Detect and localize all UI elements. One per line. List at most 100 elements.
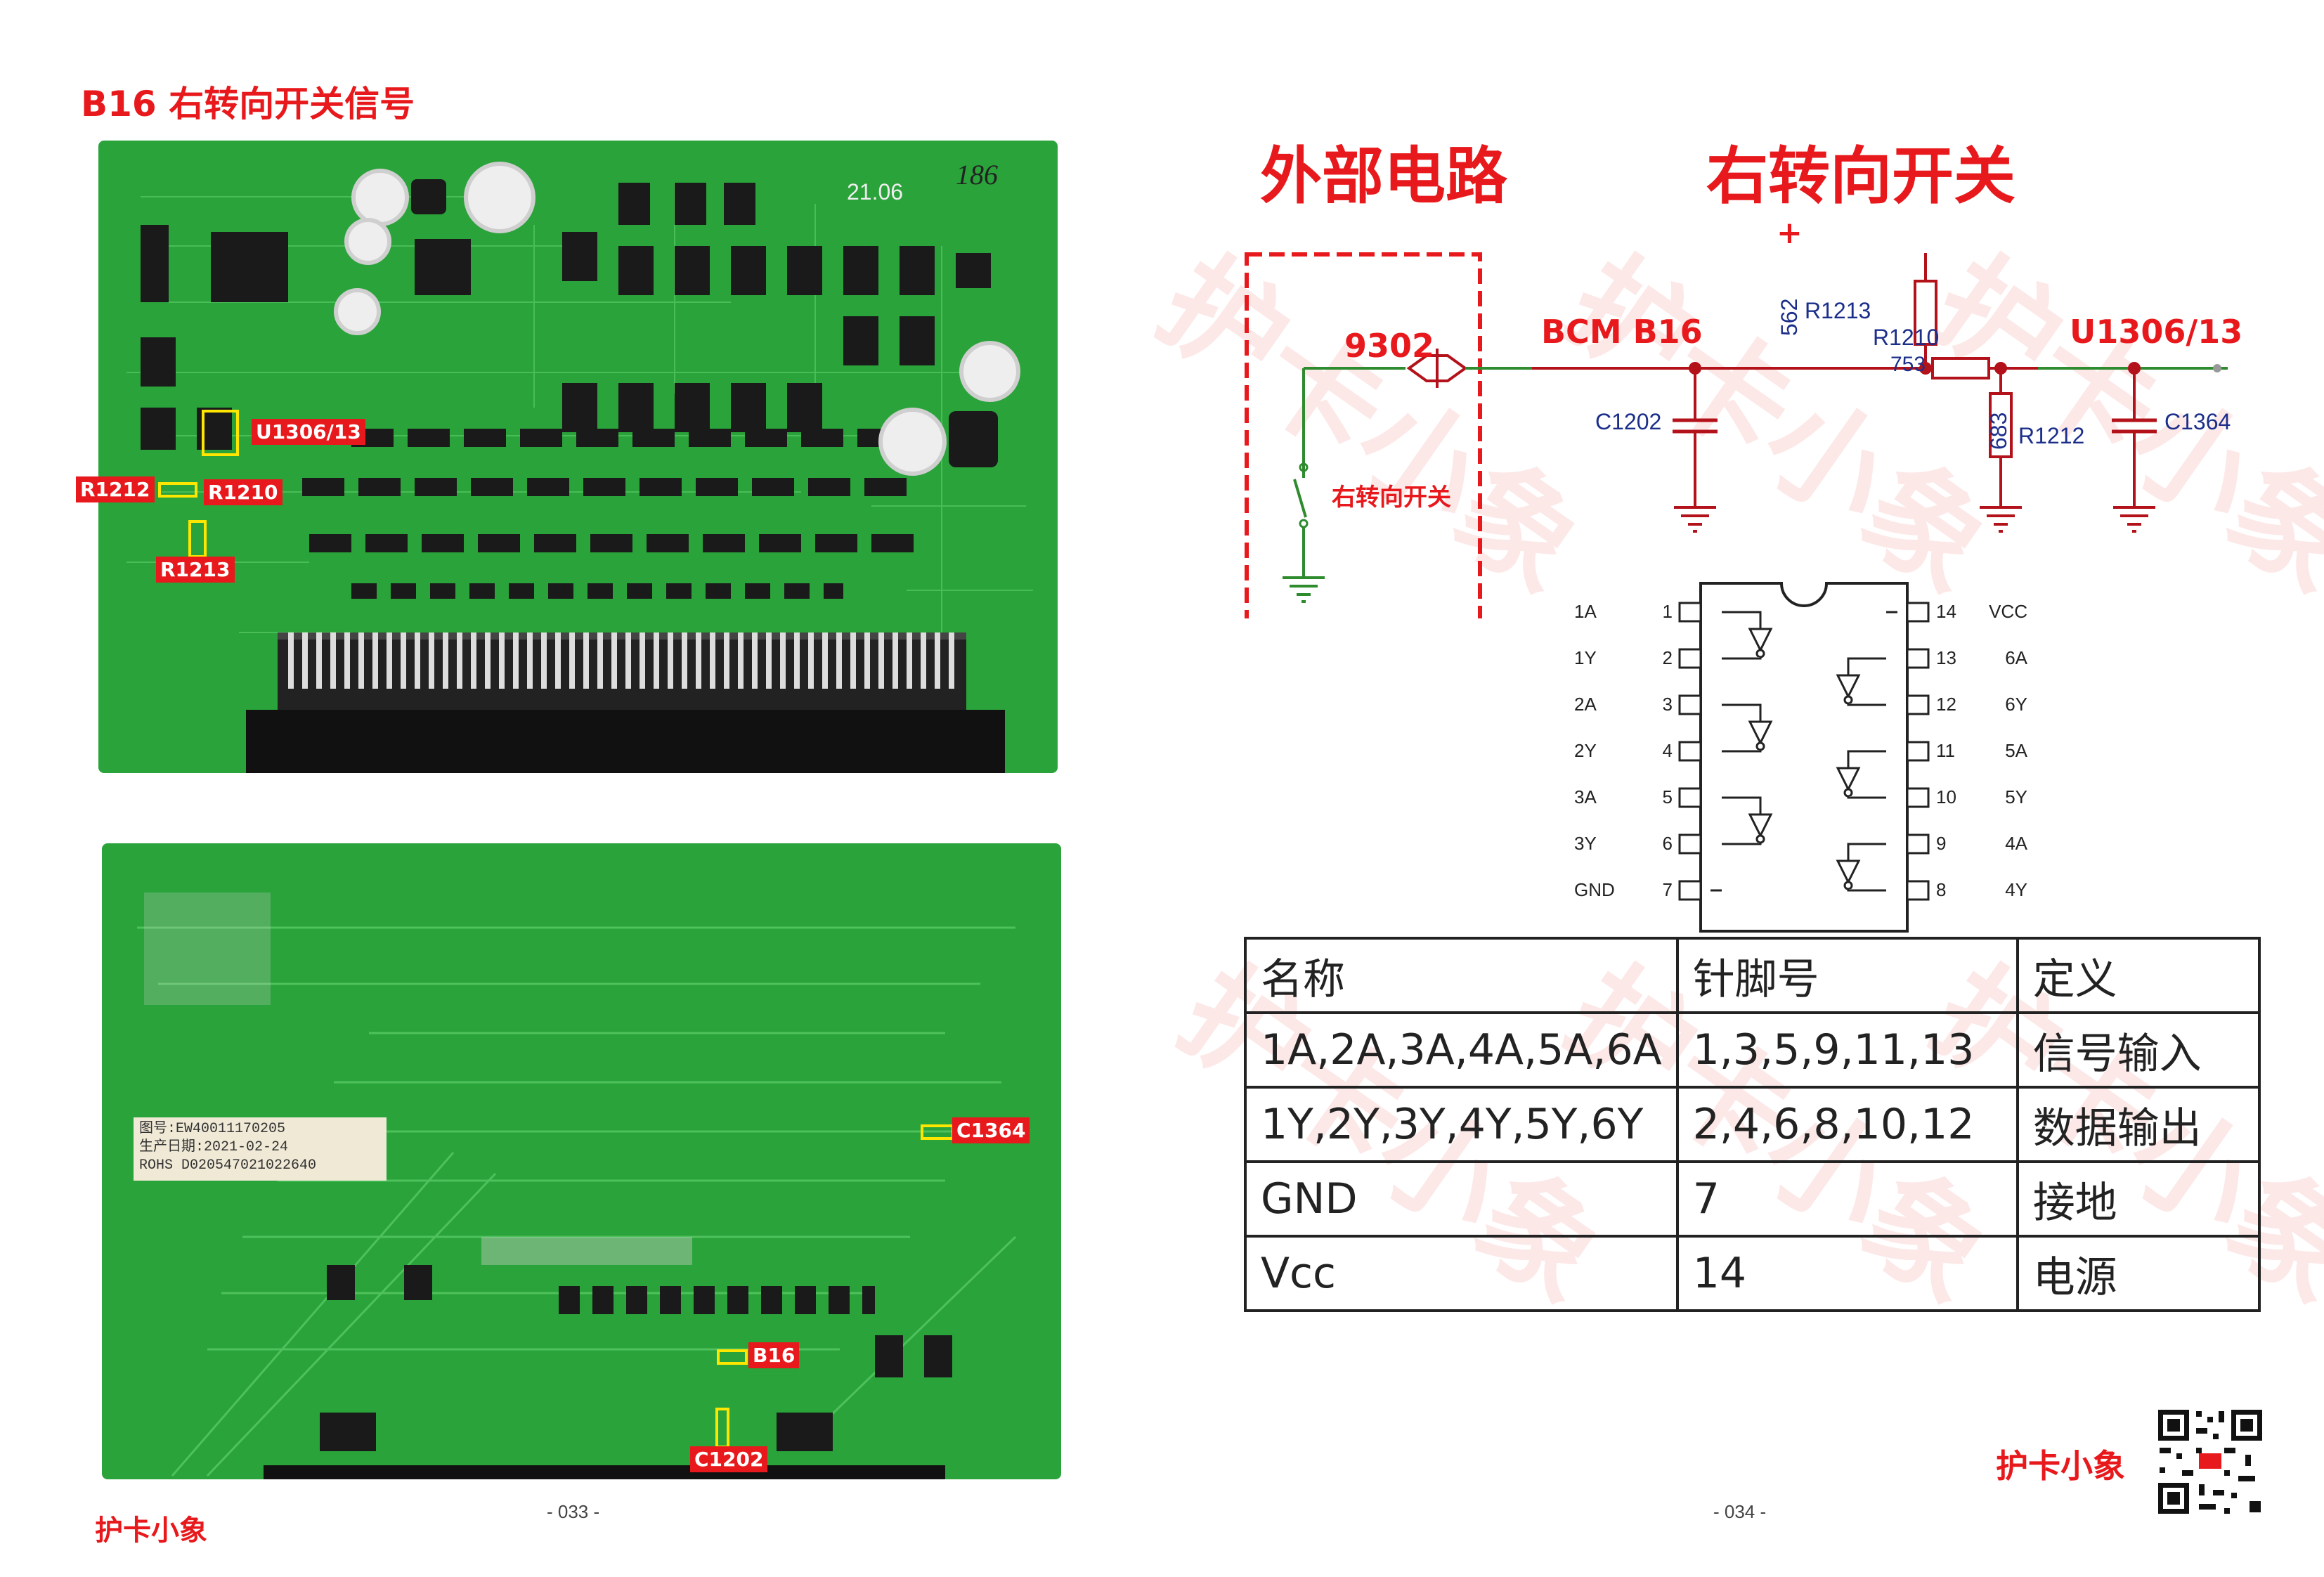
r1210-label: R1210 — [204, 479, 283, 505]
pin-name: 3Y — [1574, 833, 1597, 854]
chip — [900, 316, 935, 365]
pcb-top-photo: 21.06 186 — [98, 141, 1058, 773]
chip — [141, 225, 169, 302]
pin-name: VCC — [1989, 601, 2027, 622]
table-cell: 1Y,2Y,3Y,4Y,5Y,6Y — [1244, 1086, 1679, 1163]
pin-row: 2A 3 — [1574, 694, 1673, 740]
chip — [675, 246, 710, 295]
chip — [141, 337, 176, 387]
inductor — [411, 179, 446, 214]
chip-row — [351, 583, 843, 599]
sticker-line-1: 图号:EW40011170205 — [139, 1121, 286, 1137]
table-cell: 1A,2A,3A,4A,5A,6A — [1244, 1011, 1679, 1089]
ic-right-pin-stubs — [1906, 602, 1930, 901]
pin-row: 10 5Y — [1936, 786, 2027, 833]
chip — [211, 232, 288, 302]
chip — [618, 183, 650, 225]
c1364-label: C1364 — [952, 1117, 1030, 1143]
table-cell: 电源 — [2015, 1235, 2261, 1312]
table-row: GND 7 接地 — [1244, 1160, 2261, 1238]
table-row: Vcc 14 电源 — [1244, 1235, 2261, 1312]
c1202-highlight — [715, 1408, 729, 1448]
heading-right-turn-switch: 右转向开关 — [1706, 140, 2016, 212]
b16-highlight — [717, 1349, 748, 1365]
b16-label: B16 — [748, 1342, 800, 1368]
chip — [415, 239, 471, 295]
ic-body — [1699, 582, 1909, 933]
r1213-value: 562 — [1777, 298, 1802, 336]
pin-row: 9 4A — [1936, 833, 2027, 879]
chip — [618, 246, 654, 295]
heading-external-circuit: 外部电路 — [1260, 140, 1508, 212]
pin-name: 5Y — [2005, 786, 2027, 807]
table-cell: 2,4,6,8,10,12 — [1675, 1086, 2019, 1163]
table-header: 定义 — [2015, 937, 2261, 1014]
pin-number: 10 — [1936, 786, 1956, 807]
pin-number: 12 — [1936, 694, 1956, 715]
c1202-name: C1202 — [1595, 409, 1662, 434]
r1212-label: R1212 — [76, 476, 155, 502]
pin-number: 6 — [1662, 833, 1673, 854]
chip — [562, 232, 597, 281]
chip — [787, 246, 822, 295]
connector-edge — [264, 1465, 945, 1479]
pin-number: 11 — [1936, 740, 1955, 761]
page-number-left: - 033 - — [547, 1501, 600, 1522]
pin-name: 2A — [1574, 694, 1597, 715]
qr-center-logo — [2199, 1453, 2221, 1469]
r1213-body — [1914, 280, 1937, 346]
net-label-9302: 9302 — [1344, 327, 1435, 365]
chip — [843, 246, 878, 295]
mosfet — [320, 1413, 376, 1451]
board-corner-text: 186 — [956, 159, 998, 190]
chip-row — [309, 534, 914, 552]
ground-symbol — [2113, 506, 2155, 533]
node — [2213, 364, 2221, 372]
net-label-u1306: U1306/13 — [2070, 313, 2243, 351]
pin-name: 4A — [2005, 833, 2027, 854]
pin-number: 2 — [1662, 647, 1673, 668]
pin-name: 1Y — [1574, 647, 1597, 668]
table-cell: GND — [1244, 1160, 1679, 1238]
switch-terminal — [1299, 519, 1309, 528]
r1213-highlight — [188, 520, 207, 558]
pin-definition-table: 名称 针脚号 定义 1A,2A,3A,4A,5A,6A 1,3,5,9,11,1… — [1244, 937, 2261, 1312]
switch-lever — [1293, 479, 1307, 518]
pin-name: 5A — [2005, 740, 2027, 761]
chip — [141, 408, 176, 450]
table-header: 名称 — [1244, 937, 1679, 1014]
qr-code-icon — [2154, 1406, 2266, 1518]
chip — [675, 383, 710, 432]
c1364-highlight — [921, 1124, 954, 1140]
table-cell: 信号输入 — [2015, 1011, 2261, 1089]
pin-row: 11 5A — [1936, 740, 2027, 786]
pin-number: 1 — [1662, 601, 1673, 622]
pin-number: 9 — [1936, 833, 1947, 854]
r1210-value: 753 — [1890, 353, 1926, 376]
ic-left-pin-stubs — [1678, 602, 1702, 901]
r1212-value: 683 — [1986, 412, 2011, 450]
pin-number: 3 — [1662, 694, 1673, 715]
chip-row — [351, 429, 914, 447]
connector-housing — [246, 710, 1005, 773]
pin-number: 8 — [1936, 879, 1947, 900]
ic-pinout-diagram — [1678, 582, 1930, 933]
mosfet — [404, 1265, 432, 1300]
r1212-highlight — [158, 482, 197, 498]
ground-symbol — [1980, 506, 2022, 533]
chip — [724, 183, 755, 225]
inductor — [949, 411, 998, 467]
chip — [675, 183, 706, 225]
ground-symbol — [1674, 506, 1716, 533]
chip-row — [302, 478, 921, 496]
capacitor — [344, 218, 391, 265]
sticker-line-2: 生产日期:2021-02-24 — [139, 1139, 289, 1155]
board-sticker: 图号:EW40011170205 生产日期:2021-02-24 ROHS D0… — [134, 1117, 387, 1181]
table-cell: 接地 — [2015, 1160, 2261, 1238]
